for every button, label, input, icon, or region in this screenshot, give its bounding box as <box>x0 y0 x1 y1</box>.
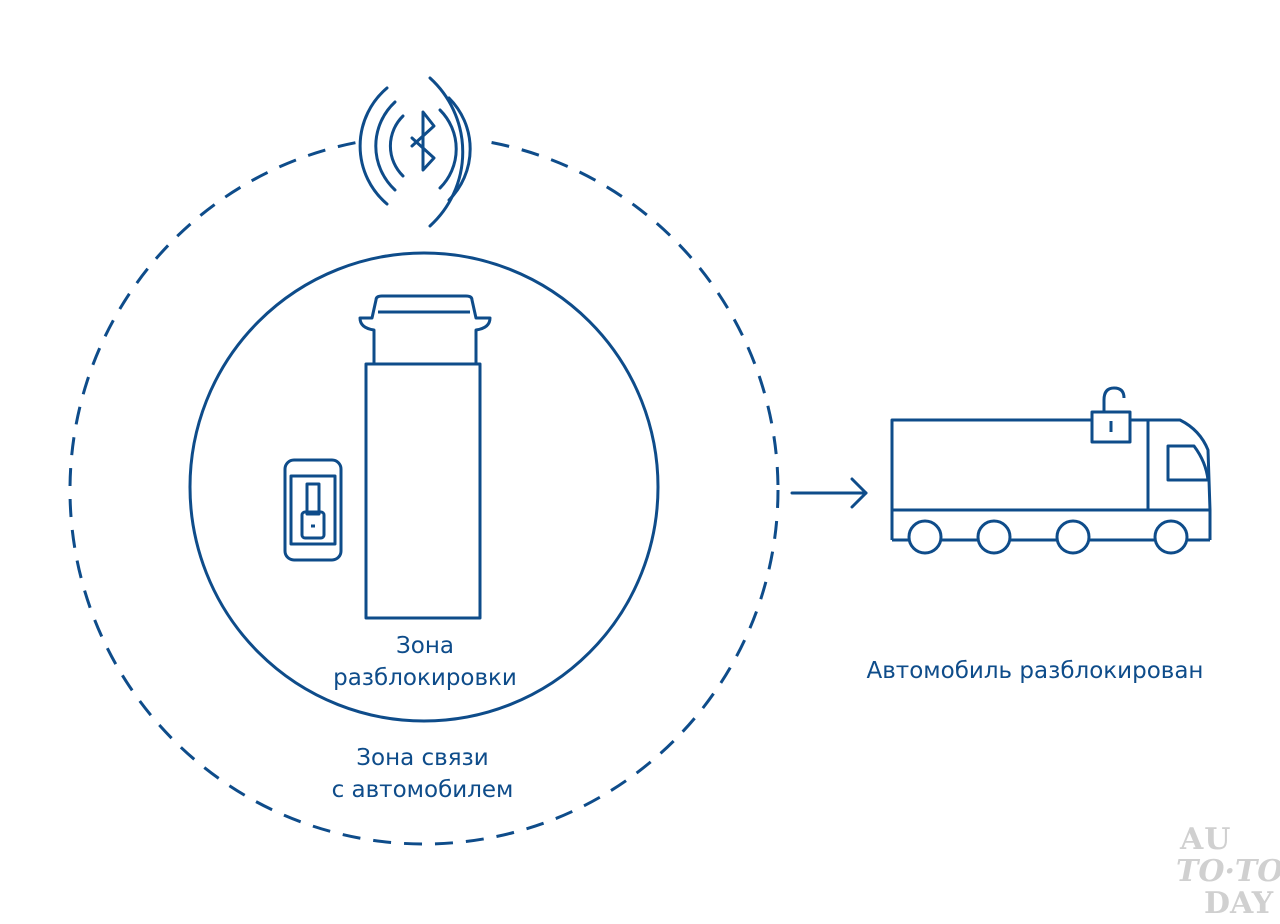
smartphone-key-icon <box>283 458 343 562</box>
watermark-line2: TO·TO <box>1176 854 1280 889</box>
arrow-right-icon <box>790 477 868 509</box>
watermark-line1: AU <box>1180 822 1232 857</box>
unlock-zone-label-line1: Зона <box>396 633 454 659</box>
communication-zone-label-line2: с автомобилем <box>331 777 514 803</box>
vehicle-unlocked-label: Автомобиль разблокирован <box>850 655 1220 687</box>
unlock-zone-label-line2: разблокировки <box>333 665 517 691</box>
watermark-line3: DAY <box>1204 886 1274 921</box>
communication-zone-circle <box>68 134 780 846</box>
truck-top-view-icon <box>358 294 492 620</box>
unlock-zone-circle <box>188 251 660 723</box>
unlock-zone-label: Зона разблокировки <box>305 630 545 694</box>
communication-zone-label: Зона связи с автомобилем <box>300 742 545 806</box>
unlocked-padlock-icon <box>1090 386 1132 444</box>
communication-zone-label-line1: Зона связи <box>356 745 489 771</box>
autotoday-watermark: AU TO·TO DAY <box>1172 822 1280 922</box>
bluetooth-icon <box>358 76 472 228</box>
truck-side-view-icon <box>890 418 1212 555</box>
vehicle-unlocked-text: Автомобиль разблокирован <box>866 658 1204 684</box>
